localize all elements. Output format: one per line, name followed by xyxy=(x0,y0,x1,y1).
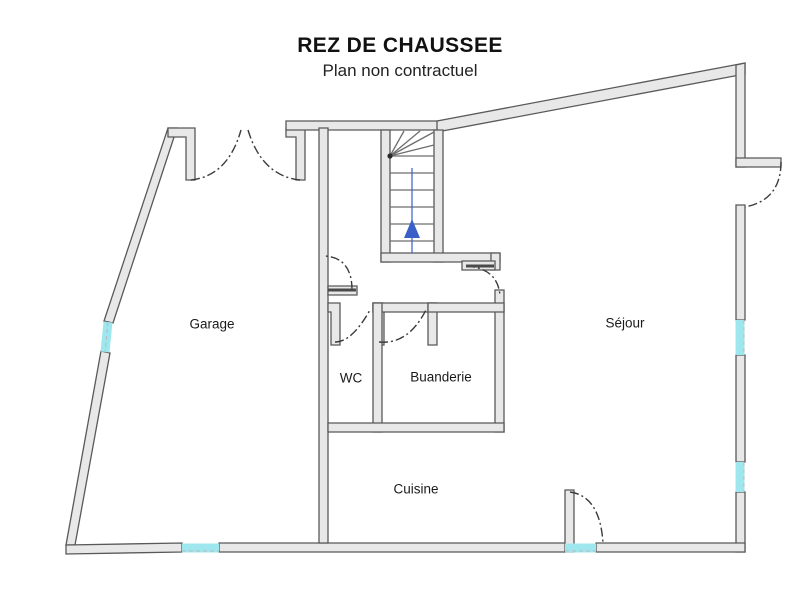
door-garage-right-swing xyxy=(247,129,301,181)
door-garage-left-swing xyxy=(190,129,242,181)
wall-group xyxy=(65,62,782,555)
door-hall-left-swing xyxy=(324,255,353,291)
staircase xyxy=(387,130,435,253)
stair-direction-arrow-icon xyxy=(404,219,420,238)
wall-stair-right xyxy=(433,129,444,263)
wall-garage-top-right xyxy=(285,120,444,131)
wall-wc-buanderie-bottom xyxy=(327,422,505,433)
wall-right-door-head xyxy=(735,157,782,168)
wall-stair-left xyxy=(380,129,391,263)
window-group xyxy=(100,320,745,553)
door-wc-swing xyxy=(334,309,371,343)
wall-wc-buanderie-divider xyxy=(372,302,383,433)
wall-buanderie-top-right-run xyxy=(427,302,505,313)
door-buanderie-swing xyxy=(378,309,427,343)
wall-bottom-right xyxy=(595,542,746,553)
wall-bottom-door-jamb xyxy=(564,489,575,553)
stair-treads-winder xyxy=(389,130,435,157)
door-leaf-group xyxy=(328,264,494,292)
wall-right-mid-lower xyxy=(735,354,746,463)
room-label-sejour: Séjour xyxy=(605,316,645,331)
room-label-group: Garage WC Buanderie Séjour Cuisine xyxy=(189,316,645,497)
wall-central-vertical xyxy=(318,127,329,544)
wall-bottom-centre xyxy=(218,542,566,553)
door-cuisine-swing xyxy=(569,491,604,544)
window-sill-left xyxy=(104,321,109,353)
wall-left-slant-upper xyxy=(103,127,178,324)
wall-wc-buanderie-top-left xyxy=(327,302,341,346)
wall-right-upper xyxy=(735,62,746,168)
room-label-cuisine: Cuisine xyxy=(393,482,438,497)
wall-top-slant xyxy=(436,62,746,133)
wall-right-mid-upper xyxy=(735,204,746,321)
room-label-buanderie: Buanderie xyxy=(410,370,472,385)
stair-newel-point xyxy=(387,153,393,159)
wall-bottom-left xyxy=(65,542,183,555)
door-swing-group xyxy=(190,129,782,544)
wall-left-slant-lower xyxy=(65,350,111,546)
wall-garage-top-mid xyxy=(285,127,306,181)
door-entry-right-swing xyxy=(744,161,782,208)
wall-garage-top-left xyxy=(167,127,196,181)
room-label-wc: WC xyxy=(340,371,363,386)
room-label-garage: Garage xyxy=(189,317,234,332)
